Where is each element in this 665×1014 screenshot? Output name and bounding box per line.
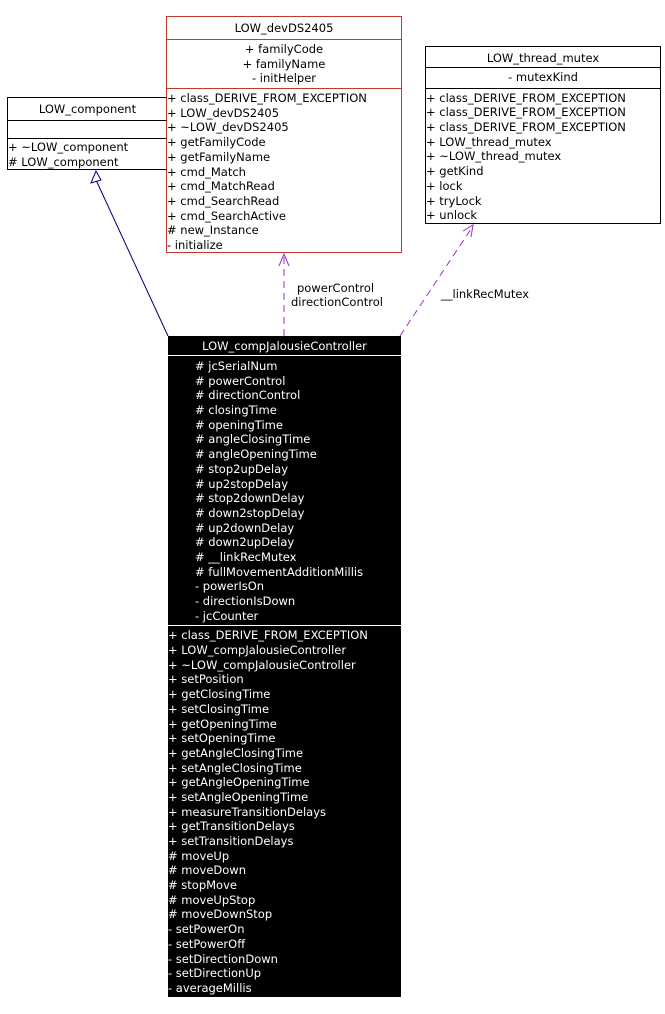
attribute: + familyCode — [244, 42, 324, 56]
attribute: - powerIsOn — [195, 579, 265, 594]
operations-compartment: + class_DERIVE_FROM_EXCEPTION + class_DE… — [426, 87, 660, 223]
operation: + getOpeningTime — [168, 716, 277, 731]
operations-compartment: + class_DERIVE_FROM_EXCEPTION + LOW_comp… — [168, 625, 401, 995]
operation: - setDirectionDown — [168, 951, 278, 966]
attribute: # stop2upDelay — [195, 461, 289, 476]
attribute: # up2downDelay — [195, 520, 295, 535]
attribute: # jcSerialNum — [195, 359, 278, 373]
attribute: # __linkRecMutex — [195, 549, 297, 564]
class-name: LOW_thread_mutex — [486, 51, 600, 65]
attribute: - mutexKind — [508, 70, 578, 84]
operation: + getClosingTime — [168, 687, 271, 702]
operation: + cmd_Match — [167, 164, 246, 179]
operation: + lock — [426, 178, 463, 193]
relation-label-direction-control: directionControl — [291, 295, 383, 309]
class-name: LOW_devDS2405 — [234, 21, 334, 35]
operation: # moveDownStop — [168, 907, 273, 922]
operation: - setPowerOn — [168, 922, 245, 937]
attribute: # powerControl — [195, 373, 286, 388]
operation: + measureTransitionDelays — [168, 804, 327, 819]
attribute: # up2stopDelay — [195, 476, 289, 491]
operation: + setAngleOpeningTime — [168, 789, 309, 804]
class-low-dev-ds2405[interactable]: LOW_devDS2405 + familyCode + familyName … — [166, 16, 402, 253]
relation-label-link-rec-mutex: __linkRecMutex — [441, 287, 530, 301]
operation: - averageMillis — [168, 980, 252, 995]
operation: + ~LOW_compJalousieController — [168, 657, 356, 672]
operation: + setClosingTime — [168, 701, 270, 716]
attributes-compartment: + familyCode + familyName - initHelper — [167, 39, 401, 88]
operation: - setPowerOff — [168, 936, 246, 951]
attribute: # closingTime — [195, 403, 277, 418]
inheritance-line — [95, 179, 169, 337]
class-low-component[interactable]: LOW_component + ~LOW_component # LOW_com… — [7, 97, 168, 170]
operation: + getAngleOpeningTime — [168, 775, 310, 790]
operation: + ~LOW_thread_mutex — [426, 149, 562, 164]
operations-compartment: + ~LOW_component # LOW_component — [8, 138, 167, 169]
operation: + cmd_SearchRead — [167, 193, 280, 208]
operation: + ~LOW_devDS2405 — [167, 120, 289, 135]
class-name: LOW_component — [38, 102, 137, 116]
attribute: # down2stopDelay — [195, 505, 305, 520]
operation: - setDirectionUp — [168, 966, 262, 981]
class-low-comp-jalousie-controller[interactable]: LOW_compJalousieController # jcSerialNum… — [168, 336, 401, 997]
operation: + class_DERIVE_FROM_EXCEPTION — [426, 105, 626, 120]
attribute: - jcCounter — [195, 608, 259, 623]
attributes-compartment: # jcSerialNum # powerControl # direction… — [168, 355, 401, 625]
attribute: # openingTime — [195, 417, 283, 432]
operation: # moveUp — [168, 848, 230, 863]
operation: + setAngleClosingTime — [168, 760, 302, 775]
operation: # stopMove — [168, 878, 237, 893]
operation: + getFamilyCode — [167, 135, 266, 150]
operation: - initialize — [167, 237, 223, 252]
operation: + LOW_devDS2405 — [167, 105, 280, 120]
operation: + getFamilyName — [167, 149, 271, 164]
operation: + getTransitionDelays — [168, 819, 295, 834]
attributes-compartment: - mutexKind — [426, 67, 660, 88]
operation: + getKind — [426, 164, 484, 179]
relation-label-power-control: powerControl — [297, 281, 375, 295]
operation: + class_DERIVE_FROM_EXCEPTION — [167, 91, 367, 106]
operation: # moveDown — [168, 863, 246, 878]
operation: + unlock — [426, 208, 478, 223]
operation: + class_DERIVE_FROM_EXCEPTION — [426, 90, 626, 105]
operation: + getAngleClosingTime — [168, 745, 304, 760]
attribute: # fullMovementAdditionMillis — [195, 564, 364, 579]
operation: + cmd_MatchRead — [167, 179, 275, 194]
operation: + setTransitionDelays — [168, 834, 294, 848]
attribute: # directionControl — [195, 388, 301, 403]
usage-mutex-line — [399, 225, 474, 337]
attribute: # down2upDelay — [195, 535, 295, 550]
attributes-compartment — [8, 120, 167, 138]
operation: + setOpeningTime — [168, 731, 276, 746]
attribute: # angleOpeningTime — [195, 447, 317, 462]
operation: + tryLock — [426, 193, 482, 208]
attribute: # stop2downDelay — [195, 491, 305, 506]
class-name: LOW_compJalousieController — [202, 339, 367, 353]
operation: # moveUpStop — [168, 892, 256, 907]
operation: + ~LOW_component — [8, 140, 129, 154]
usage-mutex-arrowhead — [462, 224, 474, 238]
operation: + LOW_compJalousieController — [168, 643, 347, 658]
operation: + setPosition — [168, 672, 244, 687]
operation: + class_DERIVE_FROM_EXCEPTION — [426, 120, 626, 135]
operation: # LOW_component — [8, 154, 119, 169]
operation: + class_DERIVE_FROM_EXCEPTION — [168, 628, 368, 643]
attribute: - directionIsDown — [195, 594, 296, 608]
inheritance-arrowhead — [90, 169, 102, 184]
operations-compartment: + class_DERIVE_FROM_EXCEPTION + LOW_devD… — [167, 88, 401, 253]
attribute: - initHelper — [251, 71, 316, 86]
operation: + LOW_thread_mutex — [426, 134, 552, 149]
attribute: # angleClosingTime — [195, 432, 311, 447]
operation: + cmd_SearchActive — [167, 208, 286, 223]
usage-ds-arrowhead — [278, 252, 290, 267]
operation: # new_Instance — [167, 223, 259, 238]
attribute: + familyName — [242, 56, 326, 71]
class-low-thread-mutex[interactable]: LOW_thread_mutex - mutexKind + class_DER… — [425, 46, 661, 224]
